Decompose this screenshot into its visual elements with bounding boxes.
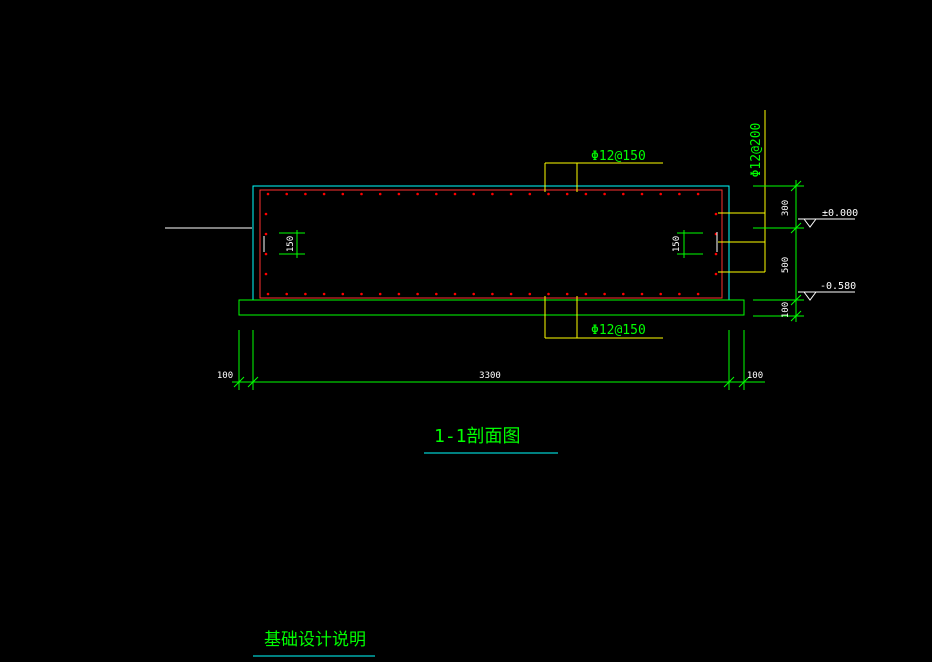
rebar-dot — [584, 192, 588, 196]
rebar-dot — [304, 292, 307, 296]
footing-pad — [238, 299, 745, 316]
rebar-dot — [678, 192, 681, 196]
height-dim-line — [753, 180, 804, 322]
rebar-dot — [696, 192, 700, 196]
rebar-dot — [341, 292, 345, 296]
rebar-dot — [714, 252, 718, 256]
width-dim-right-label: 100 — [747, 371, 763, 381]
rebar-dot — [565, 292, 569, 296]
top-rebar-label: Φ12@150 — [591, 149, 646, 164]
rebar-cage — [259, 189, 723, 299]
bottom-rebar-label: Φ12@150 — [591, 323, 646, 338]
bottom-rebar-leader — [544, 296, 663, 339]
rebar-dot — [264, 232, 268, 236]
rebar-dot — [547, 292, 550, 296]
rebar-dot — [397, 292, 401, 296]
rebar-dot — [509, 292, 513, 296]
rebar-dot — [696, 292, 700, 296]
width-dim-main-label: 3300 — [479, 371, 501, 381]
rebar-dot — [360, 292, 363, 296]
rebar-dot — [322, 292, 326, 296]
rebar-dot — [285, 192, 289, 196]
rebar-dot — [341, 192, 345, 196]
elevation-bottom-mark — [798, 291, 855, 301]
height-dim-base-label: 100 — [781, 302, 791, 318]
rebar-dot — [547, 192, 550, 196]
rebar-dot — [416, 292, 419, 296]
notes-title: 基础设计说明 — [264, 630, 366, 650]
rebar-dot — [416, 192, 419, 196]
rebar-dot — [491, 192, 494, 196]
rebar-dot — [640, 292, 644, 296]
stirrup-dim-right — [677, 230, 703, 258]
rebar-dot — [622, 192, 625, 196]
height-dim-mid-label: 500 — [781, 257, 791, 273]
elevation-top-label: ±0.000 — [822, 208, 858, 219]
width-dim-line — [232, 330, 765, 390]
rebar-dot — [659, 192, 662, 196]
beam-outline — [252, 185, 730, 301]
rebar-dot — [266, 292, 270, 296]
width-dim-left-label: 100 — [217, 371, 233, 381]
rebar-dot — [435, 292, 438, 296]
rebar-dot — [565, 192, 569, 196]
rebar-dot — [584, 292, 588, 296]
stirrup-dim-left — [279, 230, 305, 258]
rebar-dot — [264, 212, 268, 216]
rebar-dot — [453, 192, 457, 196]
rebar-dots — [264, 192, 718, 296]
rebar-dot — [491, 292, 494, 296]
rebar-dot — [603, 292, 606, 296]
stirrup-dim-left-label: 150 — [286, 236, 296, 252]
elevation-top-mark — [798, 218, 855, 228]
section-title: 1-1剖面图 — [434, 426, 521, 447]
elevation-bottom-label: -0.580 — [820, 281, 856, 292]
rebar-dot — [472, 192, 476, 196]
rebar-dot — [304, 192, 307, 196]
rebar-dot — [435, 192, 438, 196]
rebar-dot — [714, 272, 718, 276]
stirrup-dim-right-label: 150 — [672, 236, 682, 252]
rebar-dot — [266, 192, 270, 196]
rebar-dot — [640, 192, 644, 196]
rebar-dot — [659, 292, 662, 296]
rebar-dot — [322, 192, 326, 196]
side-rebar-label: Φ12@200 — [749, 123, 764, 178]
side-rebar-leader — [718, 110, 766, 273]
rebar-dot — [360, 192, 363, 196]
rebar-dot — [678, 292, 681, 296]
rebar-dot — [397, 192, 401, 196]
rebar-dot — [714, 212, 718, 216]
rebar-dot — [472, 292, 476, 296]
rebar-dot — [603, 192, 606, 196]
rebar-dot — [285, 292, 289, 296]
rebar-dot — [509, 192, 513, 196]
rebar-dot — [378, 192, 382, 196]
rebar-dot — [453, 292, 457, 296]
rebar-dot — [264, 272, 268, 276]
top-rebar-leader — [544, 162, 663, 192]
rebar-dot — [264, 252, 268, 256]
height-dim-top-label: 300 — [781, 200, 791, 216]
rebar-dot — [528, 192, 532, 196]
rebar-dot — [622, 292, 625, 296]
rebar-dot — [378, 292, 382, 296]
rebar-dot — [528, 292, 532, 296]
